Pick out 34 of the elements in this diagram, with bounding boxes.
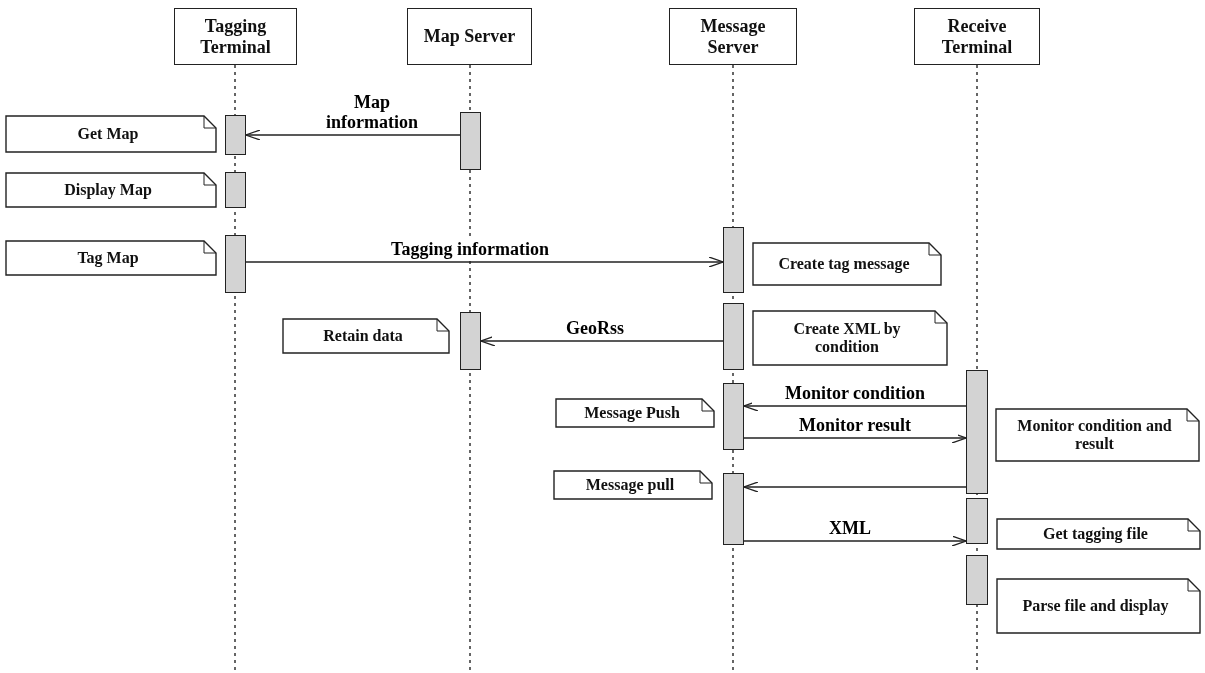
activation-bar: [966, 370, 988, 494]
message-arrow: [743, 481, 967, 493]
note: Create XML by condition: [752, 310, 948, 366]
activation-bar: [460, 112, 481, 170]
activation-bar: [225, 115, 246, 155]
message-arrow: [245, 256, 724, 268]
activation-bar: [460, 312, 481, 370]
message-arrow: [743, 535, 967, 547]
message-arrow: [743, 432, 967, 444]
note: Message Push: [555, 398, 715, 428]
message-arrow: [743, 400, 967, 412]
lifeline-header: Message Server: [669, 8, 797, 65]
note: Display Map: [5, 172, 217, 208]
activation-bar: [723, 303, 744, 370]
activation-bar: [723, 383, 744, 450]
note: Tag Map: [5, 240, 217, 276]
note: Message pull: [553, 470, 713, 500]
activation-bar: [225, 235, 246, 293]
note: Retain data: [282, 318, 450, 354]
message-arrow: [245, 129, 461, 141]
lifeline-header: Receive Terminal: [914, 8, 1040, 65]
note: Get tagging file: [996, 518, 1201, 550]
note: Monitor condition and result: [995, 408, 1200, 462]
lifeline-header: Tagging Terminal: [174, 8, 297, 65]
message-arrow: [480, 335, 724, 347]
lifeline-header: Map Server: [407, 8, 532, 65]
activation-bar: [723, 473, 744, 545]
note: Create tag message: [752, 242, 942, 286]
note: Parse file and display: [996, 578, 1201, 634]
activation-bar: [966, 498, 988, 544]
activation-bar: [723, 227, 744, 293]
activation-bar: [966, 555, 988, 605]
activation-bar: [225, 172, 246, 208]
note: Get Map: [5, 115, 217, 153]
